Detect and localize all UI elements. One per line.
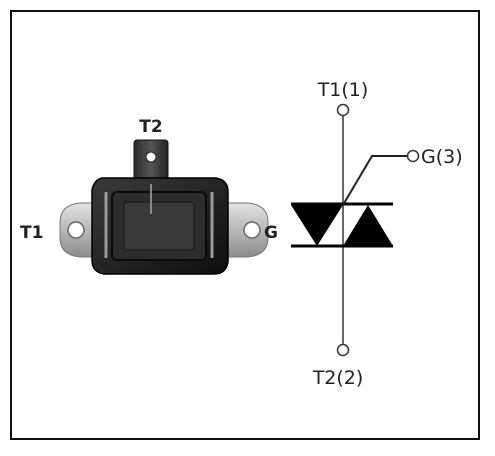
triac-package-image: T2 T1 G [20,117,278,275]
triac-schematic-symbol: T1(1) G(3) T2(2) [291,79,463,389]
gate-lead [342,155,407,206]
photo-label-t2: T2 [139,117,162,137]
schematic-label-t2: T2(2) [312,367,364,389]
gate-terminal-circle [406,149,420,163]
t2-tab-hole [145,151,157,163]
triac-triangle-up [343,205,393,246]
schematic-label-t1: T1(1) [317,79,369,101]
mounting-hole-left [67,221,85,239]
t2-terminal-circle [336,343,350,357]
t1-terminal-circle [336,103,350,117]
photo-label-t1: T1 [20,223,43,243]
package-cavity-inner [123,201,195,251]
schematic-label-gate: G(3) [421,146,463,168]
mounting-hole-right [243,221,261,239]
triac-triangle-down [291,205,343,246]
photo-label-g: G [264,223,278,243]
